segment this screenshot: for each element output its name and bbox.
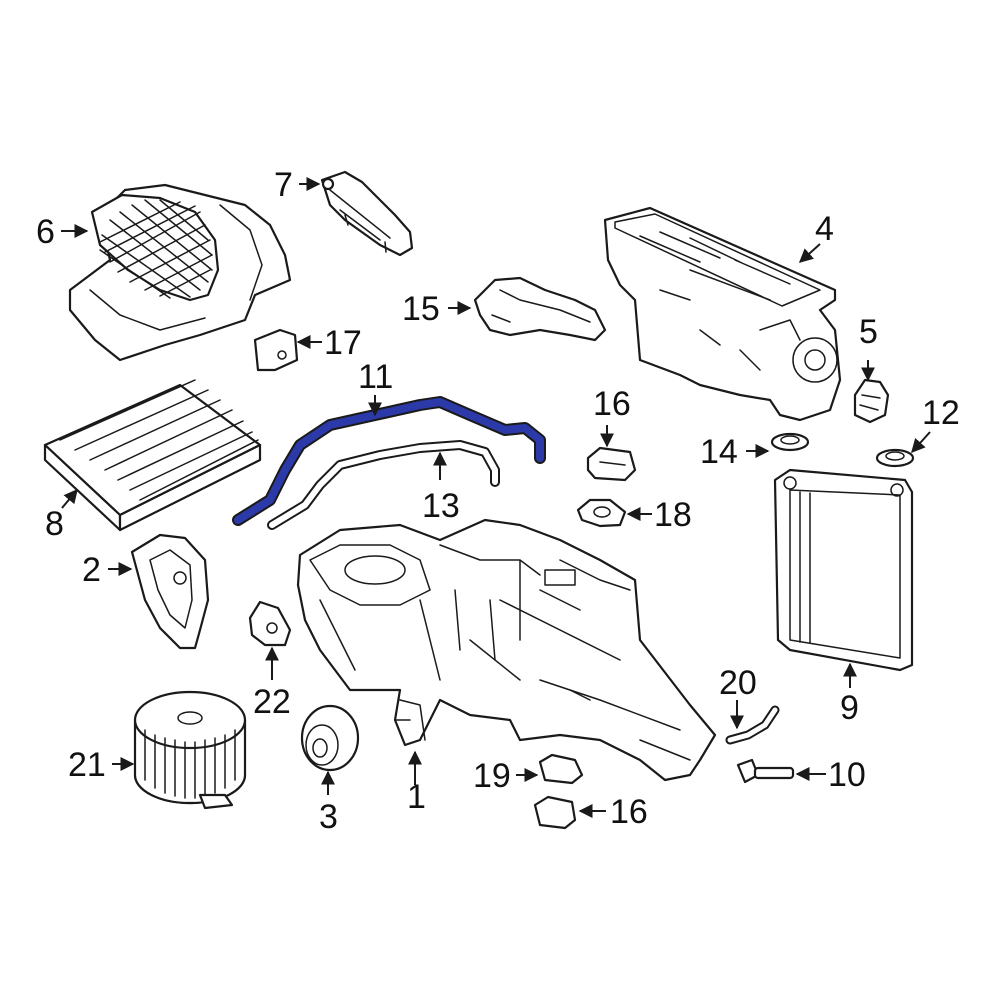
svg-text:16: 16 — [610, 793, 648, 831]
part-14-grommet — [770, 432, 810, 452]
callout-11: 11 — [358, 358, 393, 417]
svg-text:13: 13 — [422, 487, 460, 525]
callout-15: 15 — [402, 290, 472, 328]
svg-text:3: 3 — [319, 798, 338, 836]
callout-5: 5 — [859, 313, 878, 382]
svg-text:9: 9 — [840, 689, 859, 727]
part-19-connector — [538, 753, 584, 785]
callout-21: 21 — [68, 746, 135, 784]
callout-1: 1 — [407, 750, 426, 816]
svg-text:21: 21 — [68, 746, 106, 784]
callout-18: 18 — [626, 496, 692, 534]
part-9-heater-core — [773, 468, 914, 672]
part-17-bracket — [253, 328, 299, 372]
callout-6: 6 — [36, 213, 89, 251]
part-6-blower-inlet-housing — [68, 183, 292, 362]
svg-text:10: 10 — [828, 756, 866, 794]
part-12-grommet — [875, 448, 915, 468]
part-4-upper-case — [603, 206, 842, 422]
svg-text:11: 11 — [358, 358, 393, 396]
svg-text:1: 1 — [407, 778, 426, 816]
part-1-hvac-case — [296, 518, 717, 782]
svg-text:4: 4 — [815, 210, 834, 248]
svg-text:17: 17 — [324, 324, 362, 362]
part-22-bracket — [248, 600, 292, 647]
part-10-bolt — [736, 758, 795, 784]
callout-7: 7 — [274, 166, 321, 204]
callout-10: 10 — [795, 756, 866, 794]
callout-13: 13 — [422, 451, 460, 525]
callouts: 1 2 3 4 5 6 7 8 — [36, 166, 960, 836]
svg-text:18: 18 — [654, 496, 692, 534]
part-20-hose — [725, 705, 780, 745]
callout-16-lower: 16 — [578, 793, 648, 831]
svg-text:19: 19 — [473, 757, 511, 795]
svg-text:22: 22 — [253, 683, 291, 721]
svg-text:15: 15 — [402, 290, 440, 328]
part-21-blower-motor — [133, 690, 247, 810]
svg-text:20: 20 — [719, 664, 757, 702]
callout-8: 8 — [45, 488, 78, 543]
svg-text:16: 16 — [593, 385, 631, 423]
callout-14: 14 — [700, 433, 770, 471]
callout-12: 12 — [911, 394, 960, 454]
callout-2: 2 — [82, 551, 133, 589]
part-3-flange — [300, 704, 360, 772]
callout-19: 19 — [473, 757, 539, 795]
callout-20: 20 — [719, 664, 757, 730]
callout-17: 17 — [296, 324, 362, 362]
part-15-duct — [473, 276, 607, 342]
svg-text:5: 5 — [859, 313, 878, 351]
part-13-hose — [267, 440, 500, 530]
callout-3: 3 — [319, 770, 338, 836]
part-2-seal-plate — [130, 533, 210, 650]
part-7-duct — [320, 170, 414, 257]
part-11-drain-hose-highlighted — [232, 396, 546, 526]
part-16-connector-upper — [586, 446, 637, 482]
part-5-actuator — [853, 378, 890, 424]
svg-text:8: 8 — [45, 505, 64, 543]
svg-text:12: 12 — [922, 394, 960, 432]
callout-16-upper: 16 — [593, 385, 631, 448]
svg-text:6: 6 — [36, 213, 55, 251]
callout-9: 9 — [840, 662, 859, 727]
callout-4: 4 — [798, 210, 834, 263]
svg-text:7: 7 — [274, 166, 293, 204]
svg-text:14: 14 — [700, 433, 738, 471]
svg-text:2: 2 — [82, 551, 101, 589]
part-16-connector-lower — [533, 795, 577, 830]
callout-22: 22 — [253, 646, 291, 721]
part-8-cabin-filter — [43, 379, 262, 532]
part-18-gasket — [576, 498, 627, 528]
